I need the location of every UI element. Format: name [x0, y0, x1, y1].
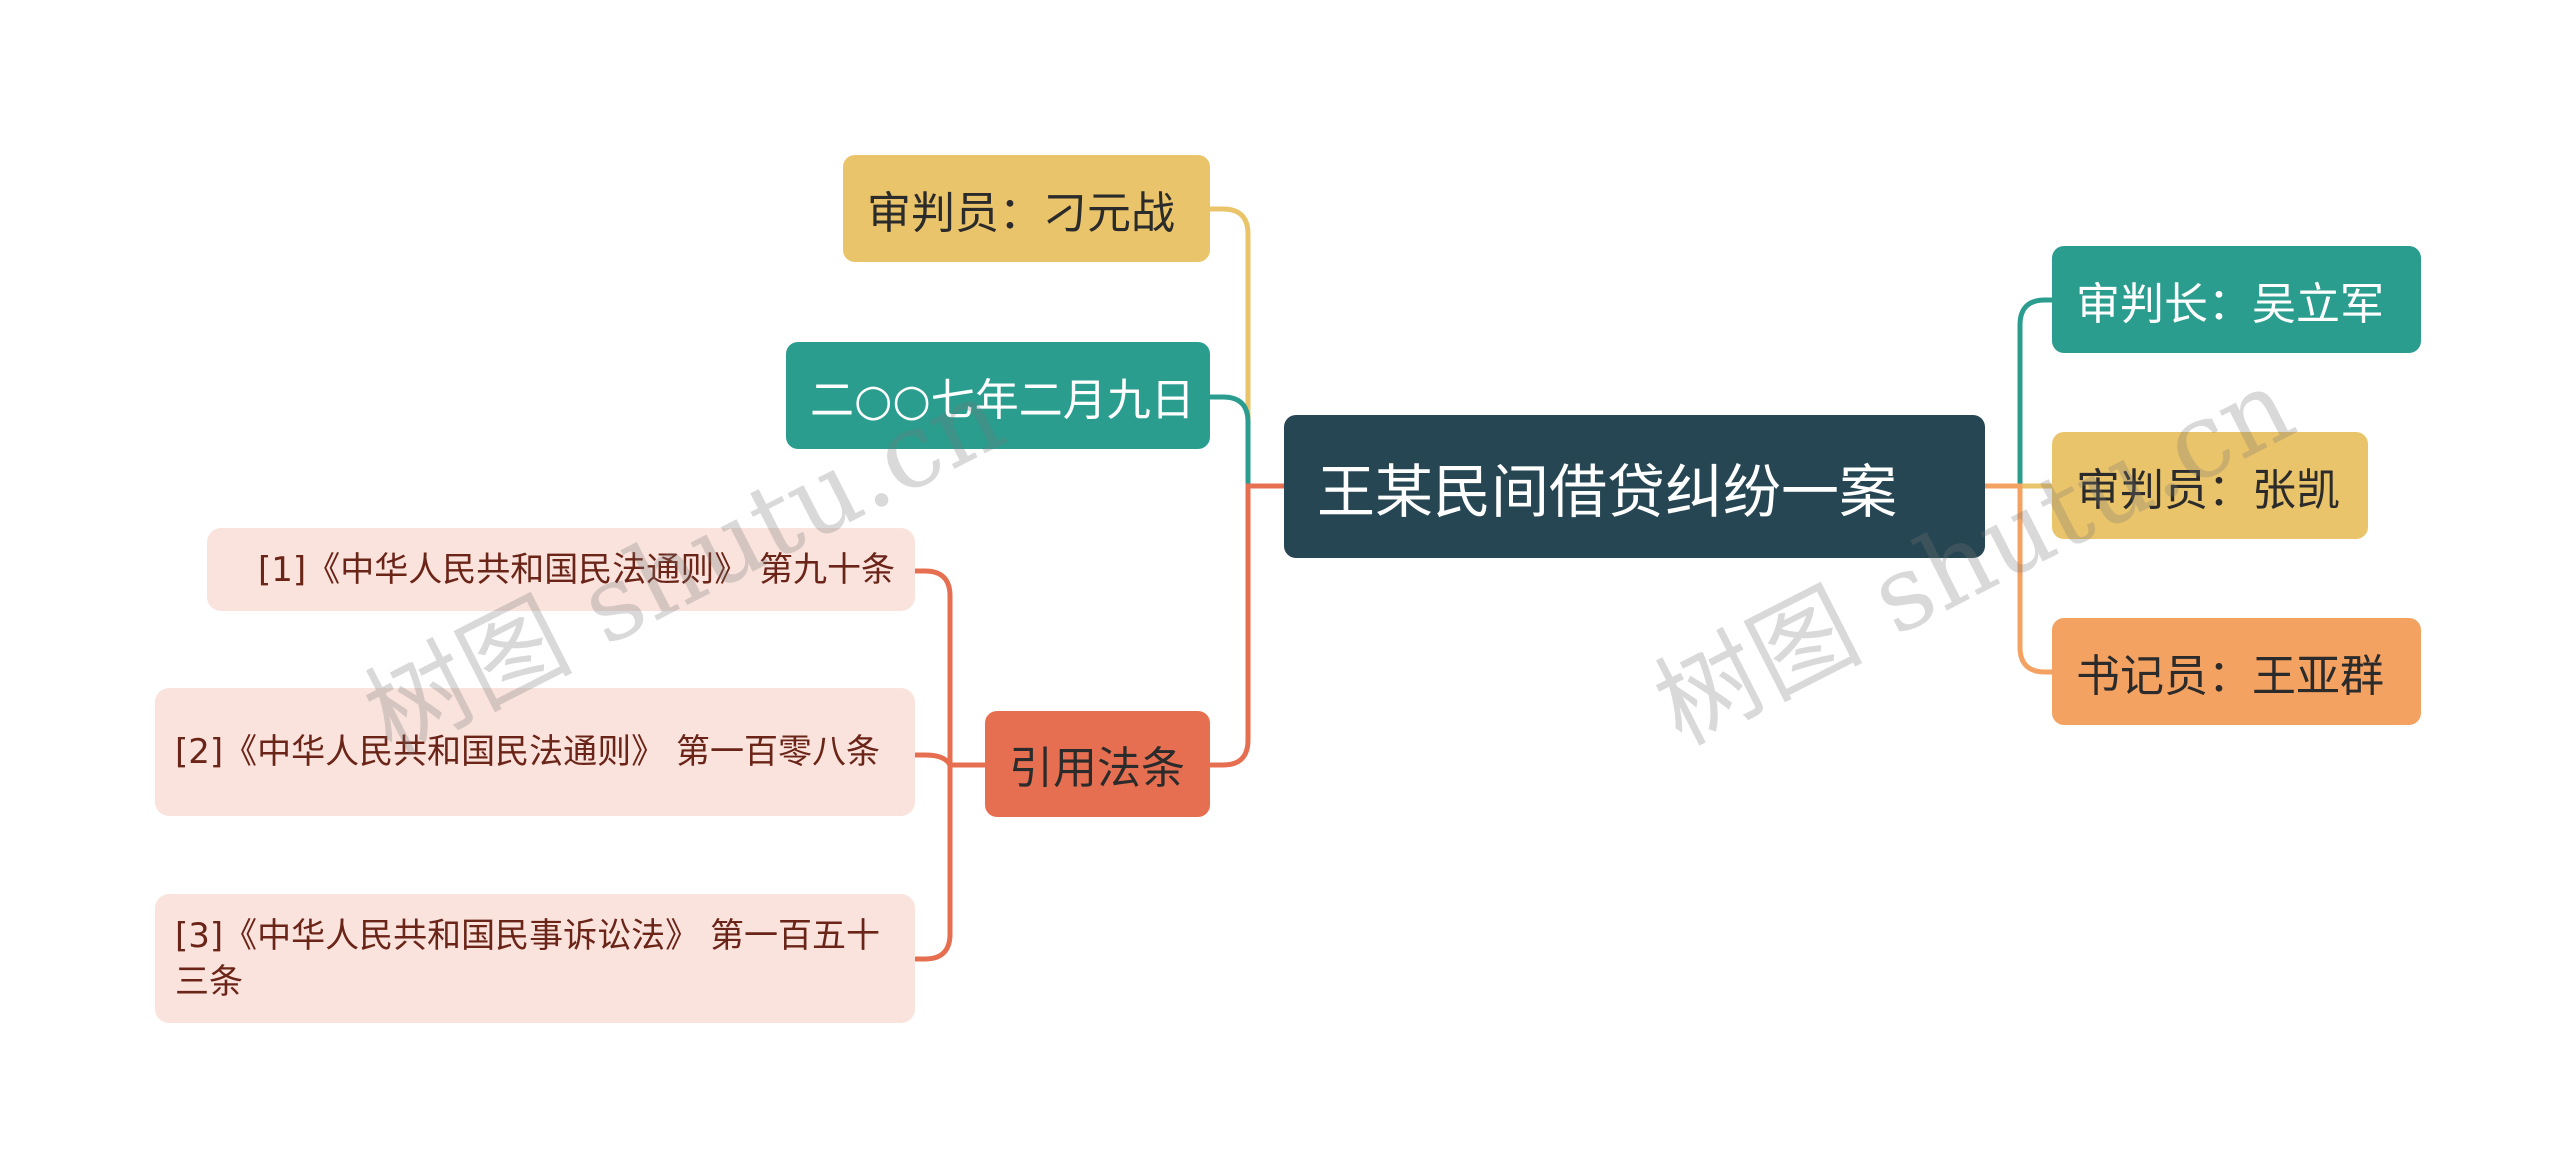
laws-label: 引用法条	[1009, 743, 1185, 794]
law-item-2[interactable]: [2]《中华人民共和国民法通则》 第一百零八条	[155, 688, 915, 816]
chief-judge-label: 审判长：吴立军	[2076, 278, 2384, 330]
judge-right-label: 审判员：张凯	[2076, 464, 2340, 516]
link-judge-left	[1210, 206, 1284, 489]
link-date	[1210, 394, 1284, 489]
judge-left-label: 审判员：刁元战	[867, 187, 1175, 239]
link-laws	[1210, 483, 1284, 768]
root-node[interactable]: 王某民间借贷纠纷一案	[1284, 415, 1985, 558]
law-item-2-text: [2]《中华人民共和国民法通则》 第一百零八条	[175, 732, 880, 772]
node-date[interactable]: 二○○七年二月九日	[786, 342, 1210, 449]
law-item-3-text: [3]《中华人民共和国民事诉讼法》 第一百五十三条	[175, 915, 880, 1002]
link-clerk	[1985, 483, 2052, 675]
root-label: 王某民间借贷纠纷一案	[1317, 457, 1898, 526]
node-judge-right[interactable]: 审判员：张凯	[2052, 432, 2368, 539]
law-item-1-text: [1]《中华人民共和国民法通则》 第九十条	[258, 549, 895, 590]
date-label: 二○○七年二月九日	[810, 374, 1195, 426]
link-law-3	[915, 762, 985, 962]
law-item-3[interactable]: [3]《中华人民共和国民事诉讼法》 第一百五十三条	[155, 894, 915, 1023]
node-judge-left[interactable]: 审判员：刁元战	[843, 155, 1210, 262]
law-item-1[interactable]: [1]《中华人民共和国民法通则》 第九十条	[207, 528, 915, 611]
node-chief-judge[interactable]: 审判长：吴立军	[2052, 246, 2421, 353]
clerk-label: 书记员：王亚群	[2076, 650, 2384, 702]
link-chief-judge	[1985, 297, 2052, 489]
node-laws[interactable]: 引用法条	[985, 711, 1210, 817]
link-law-1	[915, 568, 985, 768]
node-clerk[interactable]: 书记员：王亚群	[2052, 618, 2421, 725]
